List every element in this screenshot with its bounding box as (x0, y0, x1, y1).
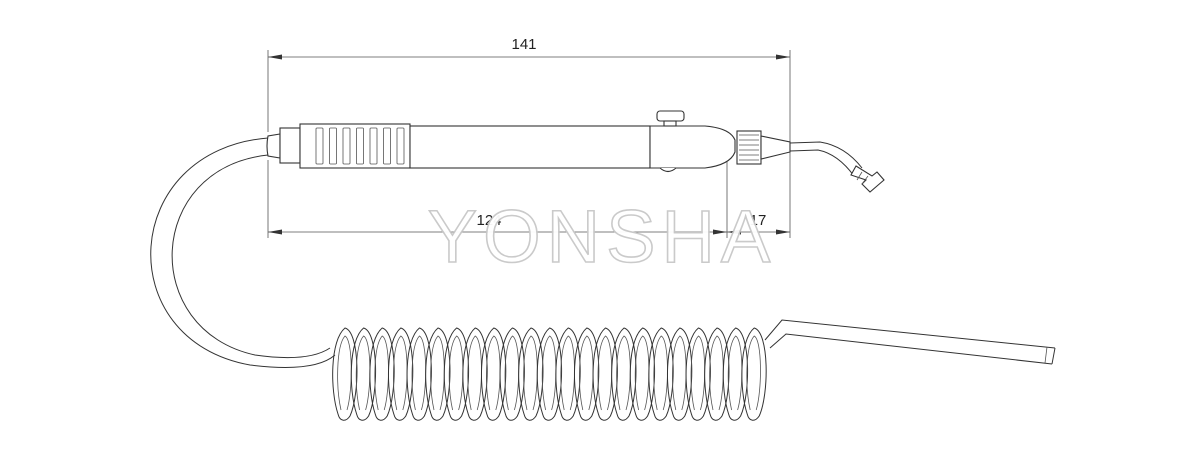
coil-loop (536, 327, 563, 421)
valve-section (649, 125, 736, 169)
dimension-overall: 141 (267, 36, 791, 143)
dimension-label-tip: 17 (750, 212, 767, 229)
coil-loop-inner (709, 335, 724, 411)
dimension-lower: 124 17 (267, 150, 791, 238)
coil-loop-inner (616, 335, 631, 411)
probe-lower (789, 149, 855, 177)
arrowhead-tip-left (727, 229, 741, 235)
coil-loop-inner (727, 335, 743, 411)
coil-loop (704, 327, 730, 421)
coil-loop (555, 327, 581, 421)
hose-tail (764, 319, 1056, 365)
coil-loop (592, 327, 618, 421)
coil-loop-inner (560, 335, 575, 411)
main-barrel (409, 125, 651, 169)
coil-loop (648, 327, 674, 421)
hose-end-ring (1044, 346, 1048, 364)
coil-loop-inner (672, 335, 687, 411)
coil-loop-inner (541, 335, 557, 411)
arrowhead-body-right (713, 229, 727, 235)
coil-loop (518, 327, 544, 421)
valve-button (656, 110, 685, 122)
coil-loop-inner (653, 335, 668, 411)
coil-loop (666, 327, 693, 421)
valve-stem (663, 120, 677, 127)
arrowhead-right (776, 54, 790, 60)
front-nut (736, 130, 762, 165)
dimension-label-overall: 141 (511, 36, 536, 53)
tip-connector (760, 135, 791, 160)
coil-loop-inner (690, 335, 706, 411)
coil-loop (406, 327, 432, 421)
coil-loop-inner (523, 335, 538, 411)
coil-loop (350, 327, 377, 421)
coil-loop (611, 327, 637, 421)
coil-loop-inner (597, 335, 613, 411)
coil-loop (685, 327, 711, 421)
coil-loop-inner (411, 335, 427, 411)
hose-arc (150, 137, 336, 369)
grip-rib (383, 127, 391, 165)
coil-loop-inner (430, 335, 445, 411)
nut-threads (739, 134, 759, 161)
coil-loop (741, 327, 767, 421)
vacuum-pen (266, 110, 885, 193)
coil-loop (722, 327, 749, 421)
coil-loop-inner (486, 335, 501, 411)
coil-loop (443, 327, 470, 421)
coil-loop-inner (746, 335, 761, 411)
suction-tip-ring (856, 171, 863, 181)
suction-tip (850, 165, 885, 193)
grip-rib (356, 127, 364, 165)
coil-loop-inner (374, 335, 389, 411)
rear-cap (266, 133, 281, 159)
coil-loop (499, 327, 525, 421)
grip-rib (396, 127, 405, 165)
grip-rib (329, 127, 337, 165)
grip-rib (369, 127, 378, 165)
coil-loop (480, 327, 507, 421)
coil-loop (629, 327, 656, 421)
arrowhead-tip-right (776, 229, 790, 235)
coil-loop-inner (337, 335, 352, 411)
grip-section (299, 123, 411, 169)
dimension-label-body: 124 (476, 212, 501, 229)
coil-loop-inner (393, 335, 408, 411)
rear-collar (279, 127, 301, 164)
probe-upper (789, 141, 863, 169)
coil-loop-inner (355, 335, 371, 411)
valve-window (659, 167, 677, 173)
hose-end-cap (1051, 347, 1056, 365)
arrowhead-body-left (268, 229, 282, 235)
grip-rib (315, 127, 324, 165)
grip-rib (342, 127, 351, 165)
coil-loop (462, 327, 488, 421)
coil-loop (573, 327, 600, 421)
coil-loop-inner (467, 335, 482, 411)
coil-loop (369, 327, 395, 421)
coiled-hose (332, 327, 767, 421)
watermark-logo: YONSHA (428, 195, 777, 278)
coil-loop-inner (634, 335, 650, 411)
arrowhead-left (268, 54, 282, 60)
coil-loop-inner (504, 335, 520, 411)
suction-tip-ring-2 (861, 175, 869, 185)
coil-loop (332, 327, 358, 421)
grip-ribs (315, 127, 405, 165)
coil-loop-inner (448, 335, 464, 411)
coil-loop-inner (579, 335, 594, 411)
coil-loop (425, 327, 451, 421)
coil-loop (387, 327, 414, 421)
